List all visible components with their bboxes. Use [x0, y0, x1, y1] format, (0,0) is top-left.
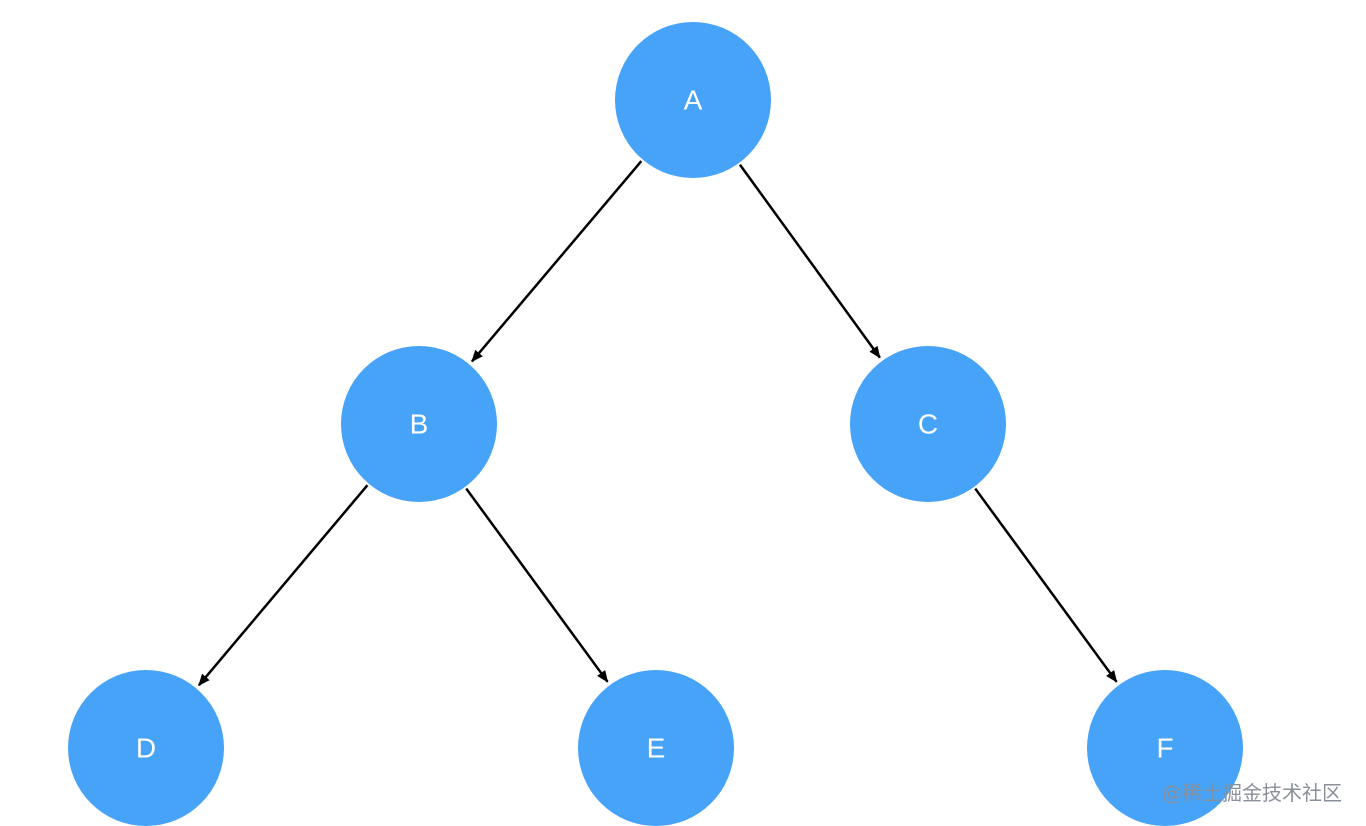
edges-group: [197, 160, 1118, 687]
edge-a-b: [470, 160, 643, 363]
node-a: A: [615, 22, 771, 178]
edge-b-d: [197, 484, 369, 687]
nodes-group: A B C D E F: [68, 22, 1243, 826]
node-d: D: [68, 670, 224, 826]
watermark: @稀土掘金技术社区: [1162, 781, 1342, 805]
node-circle: [850, 346, 1006, 502]
node-circle: [341, 346, 497, 502]
node-label: B: [410, 409, 429, 440]
node-circle: [68, 670, 224, 826]
node-circle: [578, 670, 734, 826]
node-c: C: [850, 346, 1006, 502]
node-label: C: [918, 409, 938, 440]
edge-b-e: [465, 487, 609, 683]
node-label: F: [1156, 733, 1173, 764]
node-circle: [615, 22, 771, 178]
node-e: E: [578, 670, 734, 826]
node-label: A: [684, 85, 703, 116]
edge-c-f: [974, 487, 1118, 683]
node-b: B: [341, 346, 497, 502]
node-f: F: [1087, 670, 1243, 826]
node-label: D: [136, 733, 156, 764]
node-circle: [1087, 670, 1243, 826]
node-label: E: [647, 733, 666, 764]
edge-a-c: [738, 164, 881, 359]
